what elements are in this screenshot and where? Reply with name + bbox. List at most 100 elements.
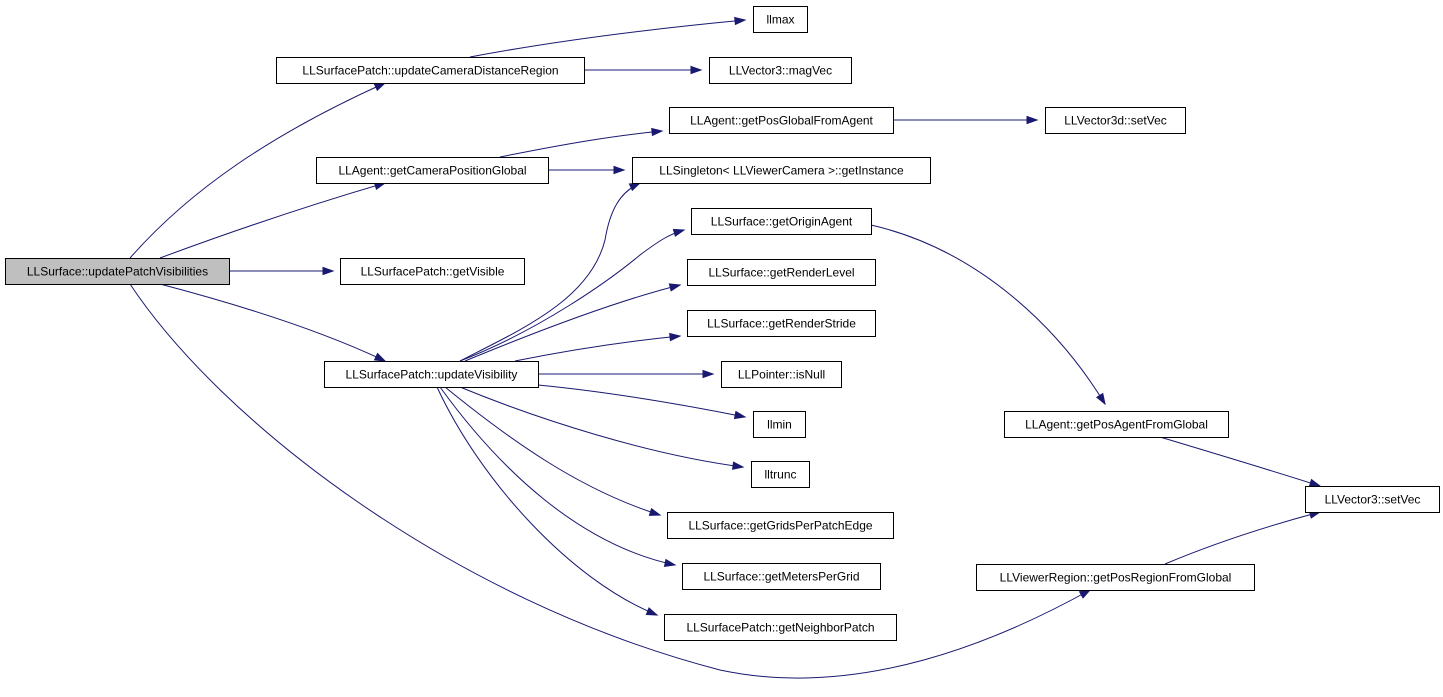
- node-label: LLSurfacePatch::updateVisibility: [346, 368, 518, 382]
- node-box: [340, 258, 525, 285]
- edge-line: [436, 386, 658, 616]
- node-box: [5, 258, 230, 285]
- node-gmpg[interactable]: LLSurface::getMetersPerGrid: [682, 563, 881, 590]
- edge-ucdr-to-llmax: [469, 16, 747, 58]
- node-box: [753, 6, 808, 33]
- node-box: [687, 259, 876, 286]
- edge-root-to-uvis: [159, 283, 387, 362]
- node-box: [276, 57, 585, 84]
- edge-line: [1159, 436, 1321, 487]
- edge-uvis-to-grl: [464, 283, 682, 362]
- node-label: llmin: [767, 418, 792, 432]
- edge-goa-to-pafg: [870, 224, 1106, 406]
- node-label: LLSurface::getOriginAgent: [711, 215, 853, 229]
- node-label: LLSurface::getRenderLevel: [708, 266, 854, 280]
- node-box: [753, 411, 806, 438]
- node-ggppe[interactable]: LLSurface::getGridsPerPatchEdge: [667, 512, 894, 539]
- node-v3set[interactable]: LLVector3::setVec: [1305, 486, 1440, 513]
- node-box: [1305, 486, 1440, 513]
- node-gnp[interactable]: LLSurfacePatch::getNeighborPatch: [664, 614, 897, 641]
- edge-uvis-to-ggppe: [444, 386, 662, 516]
- node-label: LLSurfacePatch::getVisible: [361, 265, 505, 279]
- node-pgfa[interactable]: LLAgent::getPosGlobalFromAgent: [669, 107, 894, 134]
- arrowhead-icon: [668, 283, 682, 292]
- node-box: [721, 361, 842, 388]
- node-box: [324, 361, 539, 388]
- node-isnull[interactable]: LLPointer::isNull: [721, 361, 842, 388]
- edge-uvis-to-grs: [514, 332, 682, 362]
- arrowhead-icon: [651, 127, 664, 137]
- node-llmax[interactable]: llmax: [753, 6, 808, 33]
- arrowhead-icon: [669, 332, 682, 342]
- node-lltrunc[interactable]: lltrunc: [751, 461, 810, 488]
- node-label: LLSurface::getRenderStride: [707, 317, 856, 331]
- arrowhead-icon: [672, 228, 686, 237]
- node-box: [682, 563, 881, 590]
- arrowhead-icon: [1078, 589, 1092, 599]
- node-box: [669, 107, 894, 134]
- node-label: LLAgent::getPosGlobalFromAgent: [690, 114, 873, 128]
- node-uvis[interactable]: LLSurfacePatch::updateVisibility: [324, 361, 539, 388]
- arrowhead-icon: [628, 182, 642, 192]
- node-single[interactable]: LLSingleton< LLViewerCamera >::getInstan…: [632, 157, 931, 184]
- edge-line: [444, 386, 661, 516]
- edge-line: [129, 82, 386, 259]
- edge-line: [159, 182, 386, 259]
- node-pafg[interactable]: LLAgent::getPosAgentFromGlobal: [1004, 411, 1229, 438]
- edge-uvis-to-gmpg: [439, 386, 677, 567]
- node-box: [316, 157, 549, 184]
- edge-root-to-gvis: [229, 266, 335, 276]
- arrowhead-icon: [734, 16, 747, 26]
- node-label: LLViewerRegion::getPosRegionFromGlobal: [1000, 571, 1232, 585]
- node-label: llmax: [766, 13, 794, 27]
- node-ucdr[interactable]: LLSurfacePatch::updateCameraDistanceRegi…: [276, 57, 585, 84]
- arrowhead-icon: [613, 165, 626, 175]
- node-label: LLAgent::getPosAgentFromGlobal: [1025, 418, 1208, 432]
- node-prfg[interactable]: LLViewerRegion::getPosRegionFromGlobal: [976, 564, 1255, 591]
- node-grl[interactable]: LLSurface::getRenderLevel: [687, 259, 876, 286]
- edge-line: [129, 283, 1091, 679]
- arrowhead-icon: [1095, 392, 1106, 406]
- arrowhead-icon: [373, 352, 387, 362]
- edge-line: [1164, 511, 1321, 565]
- node-box: [687, 310, 876, 337]
- node-label: LLSurface::getMetersPerGrid: [703, 570, 859, 584]
- edge-line: [459, 386, 744, 468]
- arrowhead-icon: [733, 410, 747, 420]
- node-root[interactable]: LLSurface::updatePatchVisibilities: [5, 258, 230, 285]
- edge-uvis-to-gnp: [436, 386, 659, 616]
- node-grs[interactable]: LLSurface::getRenderStride: [687, 310, 876, 337]
- node-label: lltrunc: [764, 468, 796, 482]
- edge-line: [464, 284, 681, 362]
- edge-uvis-to-isnull: [538, 369, 715, 379]
- edge-prfg-to-v3set: [1164, 510, 1322, 565]
- node-box: [691, 208, 872, 235]
- node-label: LLSurface::getGridsPerPatchEdge: [688, 519, 872, 533]
- node-label: LLAgent::getCameraPositionGlobal: [338, 164, 526, 178]
- node-label: LLSurface::updatePatchVisibilities: [27, 265, 208, 279]
- node-label: LLVector3::setVec: [1325, 493, 1421, 507]
- node-gvis[interactable]: LLSurfacePatch::getVisible: [340, 258, 525, 285]
- arrowhead-icon: [702, 369, 715, 379]
- node-box: [632, 157, 931, 184]
- node-label: LLSingleton< LLViewerCamera >::getInstan…: [659, 164, 904, 178]
- node-gcpg[interactable]: LLAgent::getCameraPositionGlobal: [316, 157, 549, 184]
- node-llmin[interactable]: llmin: [753, 411, 806, 438]
- edge-line: [159, 283, 386, 362]
- edge-line: [537, 384, 746, 418]
- edge-uvis-to-goa: [459, 228, 686, 362]
- node-box: [667, 512, 894, 539]
- arrowhead-icon: [322, 266, 335, 276]
- node-label: LLSurfacePatch::getNeighborPatch: [686, 621, 874, 635]
- edge-pafg-to-v3set: [1159, 436, 1322, 487]
- node-v3dset[interactable]: LLVector3d::setVec: [1045, 107, 1186, 134]
- edge-root-to-gcpg: [159, 181, 387, 259]
- arrowhead-icon: [373, 82, 387, 92]
- edge-uvis-to-lltrunc: [459, 386, 745, 470]
- node-box: [1004, 411, 1229, 438]
- call-nodes: LLSurface::updatePatchVisibilitiesLLSurf…: [5, 6, 1440, 641]
- node-magvec[interactable]: LLVector3::magVec: [709, 57, 852, 84]
- edge-root-to-prfg: [129, 283, 1092, 679]
- node-goa[interactable]: LLSurface::getOriginAgent: [691, 208, 872, 235]
